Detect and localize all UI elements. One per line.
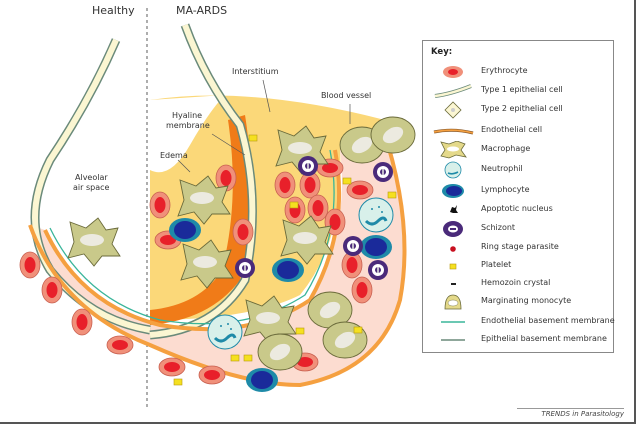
platelet-icon bbox=[449, 263, 457, 270]
schizont bbox=[235, 258, 255, 278]
schizont bbox=[298, 156, 318, 176]
erythrocyte bbox=[299, 171, 321, 199]
edema-region bbox=[150, 95, 225, 173]
schizont bbox=[373, 162, 393, 182]
legend-label: Marginating monocyte bbox=[481, 296, 572, 305]
legend-label: Platelet bbox=[481, 260, 512, 269]
legend-item-epi-bm: Epithelial basement membrane bbox=[423, 331, 613, 349]
blood-vessel-label: Blood vessel bbox=[321, 91, 371, 100]
type1-epithelial-cell-icon bbox=[434, 84, 472, 98]
legend-item-apoptotic: Apoptotic nucleus bbox=[423, 201, 613, 219]
erythrocyte bbox=[19, 251, 41, 279]
legend-label: Endothelial cell bbox=[481, 125, 543, 134]
marginating-monocyte bbox=[370, 116, 416, 154]
legend-label: Macrophage bbox=[481, 144, 531, 153]
interstitium-label: Interstitium bbox=[232, 67, 279, 76]
legend-label: Hemozoin crystal bbox=[481, 278, 551, 287]
erythrocyte bbox=[284, 196, 306, 224]
macrophage-icon bbox=[440, 141, 467, 159]
erythrocyte bbox=[158, 357, 186, 377]
legend-item-erythrocyte: Erythrocyte bbox=[423, 63, 613, 81]
erythrocyte bbox=[351, 276, 373, 304]
platelet bbox=[289, 201, 299, 209]
legend-label: Lymphocyte bbox=[481, 185, 530, 194]
lymphocyte-icon bbox=[442, 184, 464, 198]
platelet bbox=[230, 354, 240, 362]
endothelial-cell-icon bbox=[433, 128, 474, 135]
legend-label: Neutrophil bbox=[481, 164, 523, 173]
platelet bbox=[295, 327, 305, 335]
legend-label: Ring stage parasite bbox=[481, 242, 559, 251]
platelet bbox=[387, 191, 397, 199]
legend-item-schizont: Schizont bbox=[423, 220, 613, 238]
legend-item-macrophage: Macrophage bbox=[423, 141, 613, 159]
legend-item-platelet: Platelet bbox=[423, 257, 613, 275]
erythrocyte bbox=[71, 308, 93, 336]
erythrocyte bbox=[232, 218, 254, 246]
healthy-title: Healthy bbox=[92, 4, 135, 17]
erythrocyte bbox=[274, 171, 296, 199]
apoptotic-nucleus-icon bbox=[450, 205, 458, 213]
platelet bbox=[353, 326, 363, 334]
ma-ards-title: MA-ARDS bbox=[176, 4, 227, 17]
legend-label: Endothelial basement membrane bbox=[481, 316, 615, 325]
platelet bbox=[342, 177, 352, 185]
legend-item-ring-stage: Ring stage parasite bbox=[423, 239, 613, 257]
alveolar-label-line1: Alveolar bbox=[75, 173, 108, 182]
legend-item-endo-bm: Endothelial basement membrane bbox=[423, 313, 615, 331]
edema-label: Edema bbox=[160, 151, 188, 160]
legend-label: Type 2 epithelial cell bbox=[481, 104, 563, 113]
legend-item-lymphocyte: Lymphocyte bbox=[423, 182, 613, 200]
legend-label: Type 1 epithelial cell bbox=[481, 85, 563, 94]
epithelial-basement-membrane-icon bbox=[441, 339, 465, 341]
legend-label: Epithelial basement membrane bbox=[481, 334, 607, 343]
marginating-monocyte bbox=[257, 333, 303, 371]
legend-item-type2: Type 2 epithelial cell bbox=[423, 101, 613, 119]
lymphocyte bbox=[360, 235, 392, 259]
hemozoin-crystal-icon bbox=[451, 283, 456, 285]
lymphocyte bbox=[272, 258, 304, 282]
schizont bbox=[368, 260, 388, 280]
legend-label: Apoptotic nucleus bbox=[481, 204, 553, 213]
hyaline-label-line1: Hyaline bbox=[172, 111, 202, 120]
type2-epithelial-cell-icon bbox=[444, 101, 462, 119]
legend-box: Key: Erythrocyte Type 1 epithelial cell … bbox=[422, 40, 615, 353]
ring-stage-parasite-icon bbox=[450, 246, 456, 252]
outer-endothelium bbox=[28, 119, 407, 388]
hyaline-label-line2: membrane bbox=[166, 121, 210, 130]
marginating-monocyte-icon bbox=[444, 294, 462, 310]
erythrocyte bbox=[41, 276, 63, 304]
erythrocyte bbox=[198, 365, 226, 385]
erythrocyte-icon bbox=[443, 66, 463, 78]
endothelial-basement-membrane-icon bbox=[441, 321, 465, 323]
neutrophil bbox=[206, 313, 244, 351]
legend-title: Key: bbox=[431, 47, 453, 57]
legend-item-hemozoin: Hemozoin crystal bbox=[423, 275, 613, 293]
neutrophil-icon bbox=[444, 161, 462, 179]
schizont-icon bbox=[443, 221, 463, 237]
source-credit: TRENDS in Parasitology bbox=[517, 408, 624, 418]
legend-item-endothelial: Endothelial cell bbox=[423, 122, 613, 140]
platelet bbox=[248, 134, 258, 142]
legend-item-type1: Type 1 epithelial cell bbox=[423, 82, 613, 100]
schizont bbox=[343, 236, 363, 256]
erythrocyte bbox=[106, 335, 134, 355]
alveolar-label-line2: air space bbox=[73, 183, 110, 192]
platelet bbox=[173, 378, 183, 386]
platelet bbox=[243, 354, 253, 362]
legend-item-monocyte: Marginating monocyte bbox=[423, 293, 613, 311]
legend-item-neutrophil: Neutrophil bbox=[423, 161, 613, 179]
legend-label: Erythrocyte bbox=[481, 66, 528, 75]
legend-label: Schizont bbox=[481, 223, 516, 232]
lymphocyte bbox=[246, 368, 278, 392]
neutrophil bbox=[357, 196, 395, 234]
lymphocyte bbox=[169, 218, 201, 242]
macrophage bbox=[67, 217, 121, 267]
erythrocyte bbox=[149, 191, 171, 219]
